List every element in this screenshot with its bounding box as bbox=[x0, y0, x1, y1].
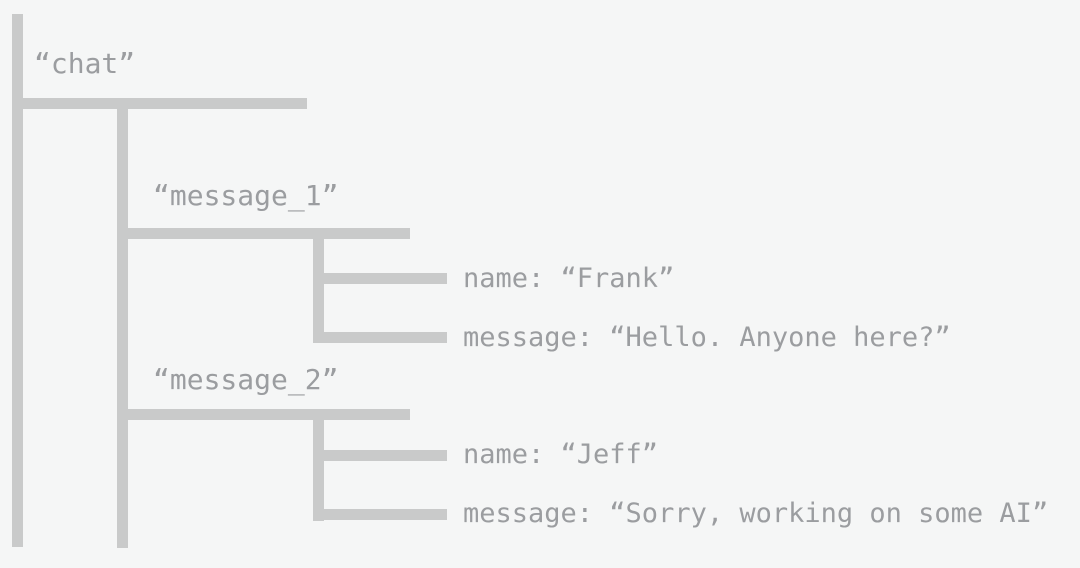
message2-message-branch-line bbox=[313, 509, 447, 520]
node-label-message2: “message_2” bbox=[153, 363, 339, 396]
message2-name-branch-line bbox=[313, 450, 447, 461]
messages-vertical-line bbox=[117, 98, 128, 548]
message2-message-field: message: “Sorry, working on some AI” bbox=[463, 498, 1049, 529]
message1-fields-vertical-line bbox=[313, 228, 324, 343]
message1-name-field: name: “Frank” bbox=[463, 263, 675, 294]
message1-name-branch-line bbox=[313, 273, 447, 284]
message1-message-branch-line bbox=[313, 332, 447, 343]
node-label-message1: “message_1” bbox=[153, 179, 339, 212]
chat-branch-line bbox=[12, 98, 307, 109]
root-vertical-line bbox=[12, 14, 23, 547]
message2-branch-line bbox=[117, 409, 410, 420]
message2-fields-vertical-line bbox=[313, 409, 324, 521]
message2-name-field: name: “Jeff” bbox=[463, 439, 659, 470]
node-label-chat: “chat” bbox=[34, 47, 136, 80]
message1-branch-line bbox=[117, 228, 410, 239]
message1-message-field: message: “Hello. Anyone here?” bbox=[463, 322, 951, 353]
